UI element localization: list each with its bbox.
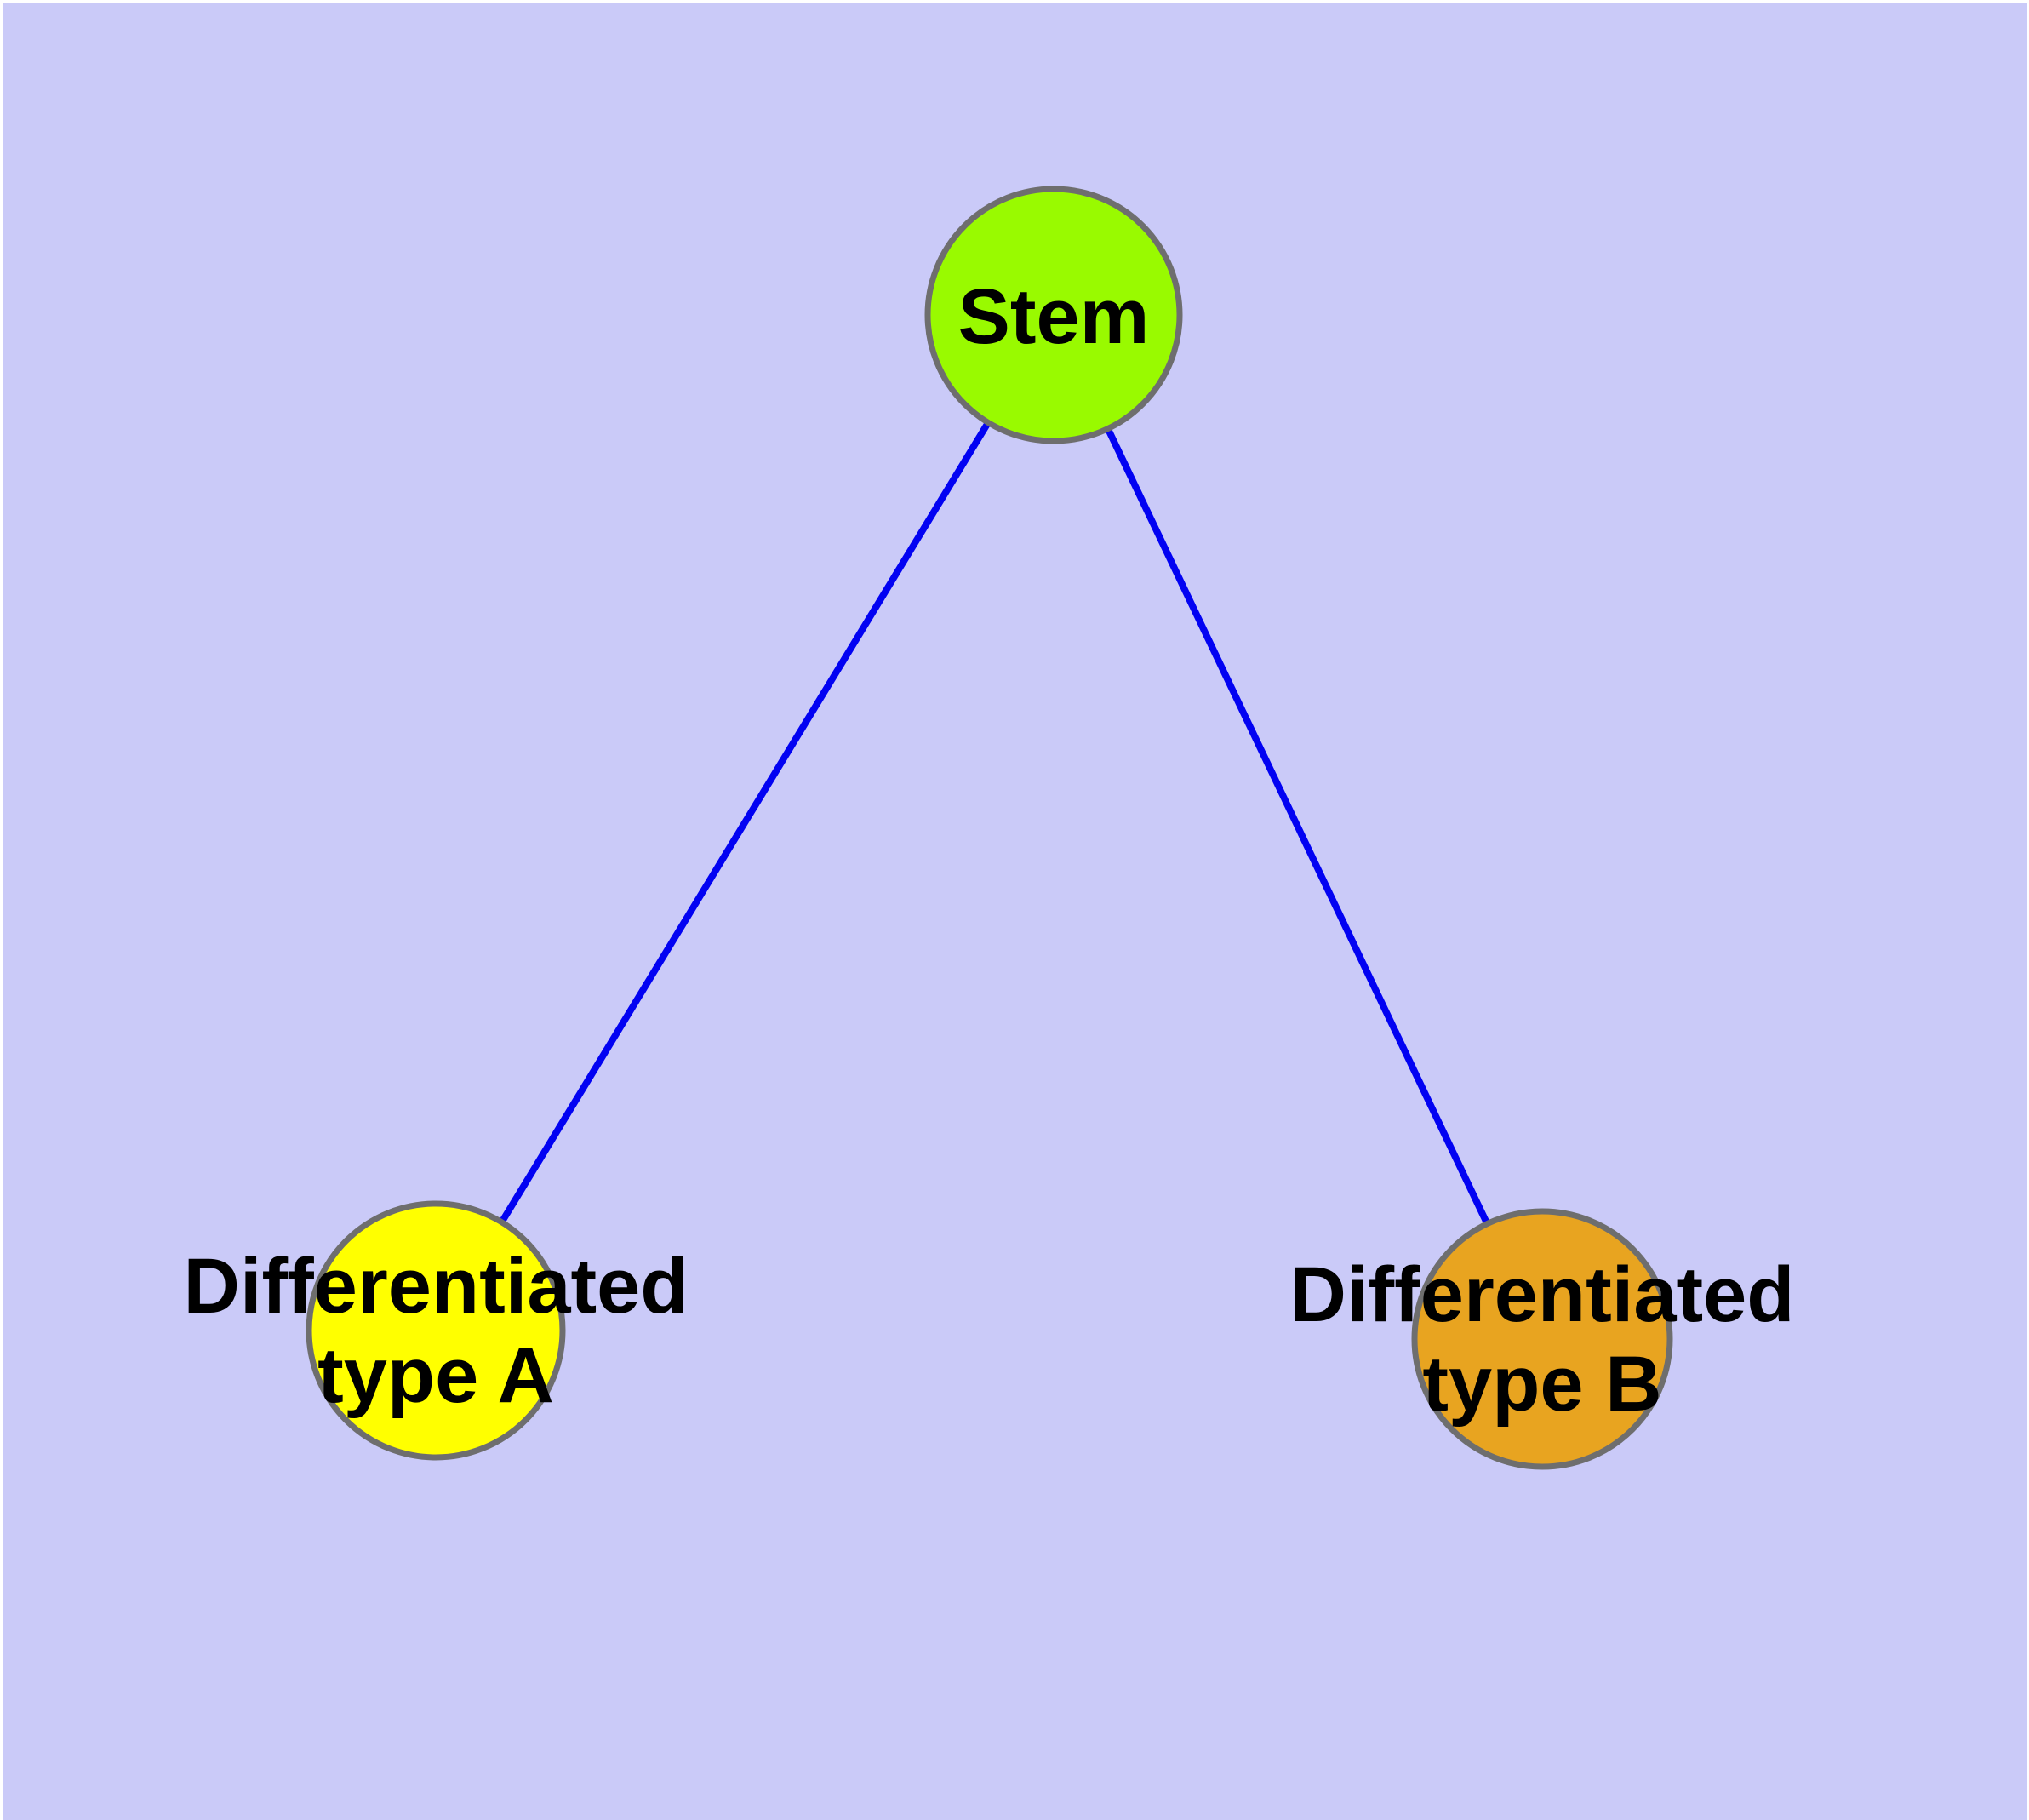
node-differentiated-type-b: [1411, 1208, 1673, 1470]
node-differentiated-type-a-label-line2: type A: [317, 1332, 554, 1419]
node-stem: [924, 186, 1183, 444]
node-differentiated-type-a-label-line1: Differentiated: [184, 1243, 689, 1330]
node-differentiated-type-b-label-line1: Differentiated: [1290, 1251, 1795, 1338]
edge-stem-to-type-b: [1050, 313, 1546, 1341]
node-differentiated-type-b-label-line2: type B: [1422, 1341, 1661, 1428]
node-differentiated-type-a: [306, 1200, 566, 1461]
edge-stem-to-type-a: [432, 312, 1057, 1333]
node-stem-label: Stem: [958, 273, 1150, 360]
